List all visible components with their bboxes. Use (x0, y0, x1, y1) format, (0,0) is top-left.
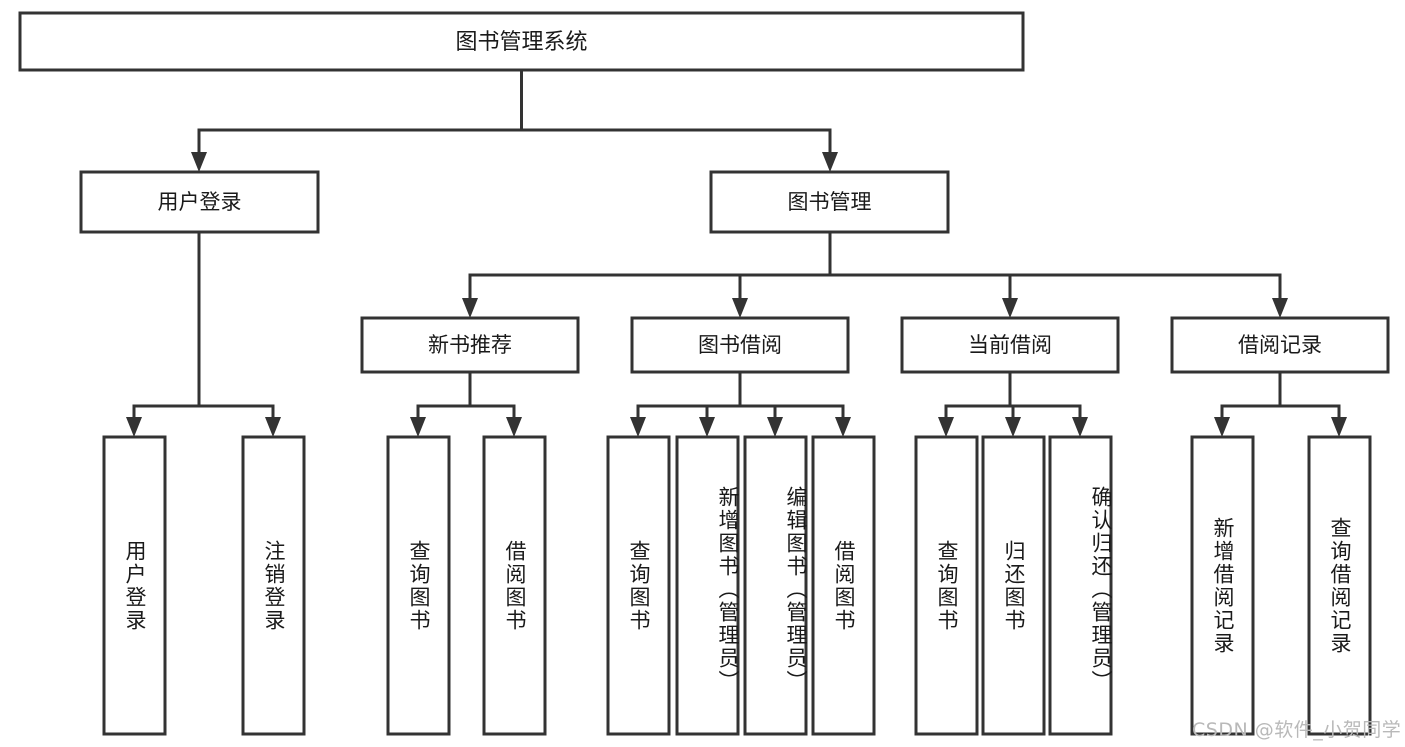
arrow-borrowrecord-leaf-1 (1331, 417, 1347, 437)
connector-group-current-borrow (938, 370, 1088, 437)
node-user-login-box[interactable] (79, 170, 320, 234)
arrow-currentborrow-leaf-1 (1005, 417, 1021, 437)
arrow-books-to-new-book (462, 298, 478, 318)
leaf-box-book-borrow-0[interactable] (606, 435, 671, 736)
leaf-box-current-borrow-2[interactable] (1048, 435, 1113, 736)
arrow-root-to-login (191, 152, 207, 172)
arrow-newbook-leaf-0 (410, 417, 426, 437)
node-book-manage-box[interactable] (709, 170, 950, 234)
arrow-books-to-book-borrow (732, 298, 748, 318)
leaf-box-book-borrow-3[interactable] (811, 435, 876, 736)
node-book-manage-label: 图书管理 (788, 190, 872, 214)
arrow-root-to-books (822, 152, 838, 172)
node-current-borrow-label: 当前借阅 (968, 333, 1052, 357)
leaf-box-book-borrow-2[interactable] (743, 435, 808, 736)
node-borrow-record-label: 借阅记录 (1238, 333, 1322, 357)
connector-group-borrow-record (1214, 370, 1347, 437)
leaf-box-current-borrow-1[interactable] (981, 435, 1046, 736)
leaf-box-current-borrow-0[interactable] (914, 435, 979, 736)
connector-group-root (191, 68, 838, 172)
arrow-books-to-borrow-record (1272, 298, 1288, 318)
arrow-currentborrow-leaf-2 (1072, 417, 1088, 437)
arrow-bookborrow-leaf-1 (699, 417, 715, 437)
node-new-book-recommend-label: 新书推荐 (428, 333, 512, 357)
leaf-box-borrow-record-0[interactable] (1190, 435, 1255, 736)
leaf-box-user-login-1[interactable] (241, 435, 306, 736)
node-new-book-recommend-box[interactable] (360, 316, 580, 374)
connector-group-book-borrow (630, 370, 851, 437)
node-root-label: 图书管理系统 (455, 30, 587, 55)
node-root-box[interactable] (18, 11, 1025, 72)
arrow-login-leaf-0 (126, 417, 142, 437)
arrow-bookborrow-leaf-2 (767, 417, 783, 437)
csdn-watermark: CSDN @软件_小贺同学 (1192, 719, 1402, 741)
arrow-login-leaf-1 (265, 417, 281, 437)
node-borrow-record-box[interactable] (1170, 316, 1390, 374)
node-book-borrow-box[interactable] (630, 316, 850, 374)
arrow-bookborrow-leaf-3 (835, 417, 851, 437)
arrow-newbook-leaf-1 (506, 417, 522, 437)
leaf-box-borrow-record-1[interactable] (1307, 435, 1372, 736)
arrow-borrowrecord-leaf-0 (1214, 417, 1230, 437)
leaf-box-book-borrow-1[interactable] (675, 435, 740, 736)
connector-group-books (462, 230, 1288, 318)
connector-group-login (126, 230, 281, 437)
arrow-bookborrow-leaf-0 (630, 417, 646, 437)
leaf-box-new-book-1[interactable] (482, 435, 547, 736)
connector-group-new-book (410, 370, 522, 437)
node-book-borrow-label: 图书借阅 (698, 333, 782, 357)
node-user-login-label: 用户登录 (158, 190, 242, 214)
leaf-box-user-login-0[interactable] (102, 435, 167, 736)
node-current-borrow-box[interactable] (900, 316, 1120, 374)
leaf-box-new-book-0[interactable] (386, 435, 451, 736)
arrow-books-to-current-borrow (1002, 298, 1018, 318)
arrow-currentborrow-leaf-0 (938, 417, 954, 437)
